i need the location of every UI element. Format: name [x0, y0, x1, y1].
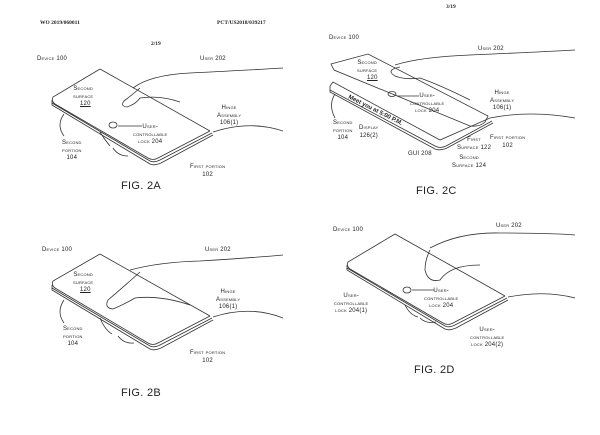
- figure-caption-2c: FIG. 2C: [416, 185, 457, 197]
- label-second-surface-number: 120: [80, 101, 91, 107]
- fig-2a-drawing: [51, 67, 284, 166]
- label-second-portion: Second portion 104: [62, 140, 82, 161]
- label-second-portion: Second portion 104: [333, 120, 353, 141]
- fig-2d-drawing: [346, 232, 576, 331]
- label-device: Device 100: [333, 227, 364, 233]
- label-hinge-assembly: Hinge Assembly 106(1): [217, 105, 242, 126]
- label-hinge-assembly: Hinge Assembly 106(1): [216, 289, 241, 310]
- figure-caption-2d: FIG. 2D: [414, 364, 455, 376]
- label-device: Device 100: [329, 35, 360, 41]
- sheet-number-left: 2/19: [151, 41, 161, 47]
- label-user: User 202: [496, 223, 522, 229]
- publication-number: WO 2019/060011: [40, 20, 80, 26]
- label-first-portion: First portion 102: [190, 164, 226, 178]
- label-lock-2: User- controllable lock 204(2): [470, 327, 505, 348]
- label-first-portion: First portion 102: [490, 135, 526, 149]
- figure-caption-2a: FIG. 2A: [121, 180, 161, 192]
- label-first-portion: First portion 102: [190, 350, 226, 364]
- label-second-portion: Second portion 104: [63, 326, 83, 347]
- label-display: Display 126(2): [359, 125, 379, 139]
- label-hinge-assembly: Hinge Assembly 106(1): [490, 90, 515, 111]
- label-lock: User- controllable lock 204: [133, 124, 168, 145]
- label-second-surface: Second surface: [73, 86, 94, 100]
- label-second-surface-number: 120: [367, 75, 378, 81]
- label-second-surface: Second surface: [73, 272, 94, 286]
- label-user: User 202: [205, 247, 231, 253]
- label-lock: User- controllable lock 204: [410, 93, 445, 114]
- label-lock: User- controllable lock 204: [424, 288, 459, 309]
- application-number: PCT/US2018/039217: [217, 20, 266, 26]
- figure-caption-2b: FIG. 2B: [121, 387, 161, 399]
- label-second-surface-number: 120: [80, 287, 91, 293]
- label-device: Device 100: [37, 56, 68, 62]
- label-gui: GUI 208: [408, 151, 432, 157]
- label-user: User 202: [478, 46, 504, 52]
- sheet-number-right: 3/19: [446, 4, 456, 10]
- fig-2b-drawing: [51, 253, 284, 351]
- label-user: User 202: [200, 56, 226, 62]
- label-device: Device 100: [42, 247, 73, 253]
- fig-2c-drawing: [329, 49, 576, 151]
- gui-message-text: Meet you at 5:00 P.M.: [347, 94, 403, 127]
- label-second-surface: Second surface: [357, 60, 378, 74]
- label-first-surface: First Surface 122: [457, 137, 492, 151]
- label-second-surface-124: Second Surface 124: [452, 155, 487, 169]
- label-lock-1: User- controllable lock 204(1): [334, 293, 369, 314]
